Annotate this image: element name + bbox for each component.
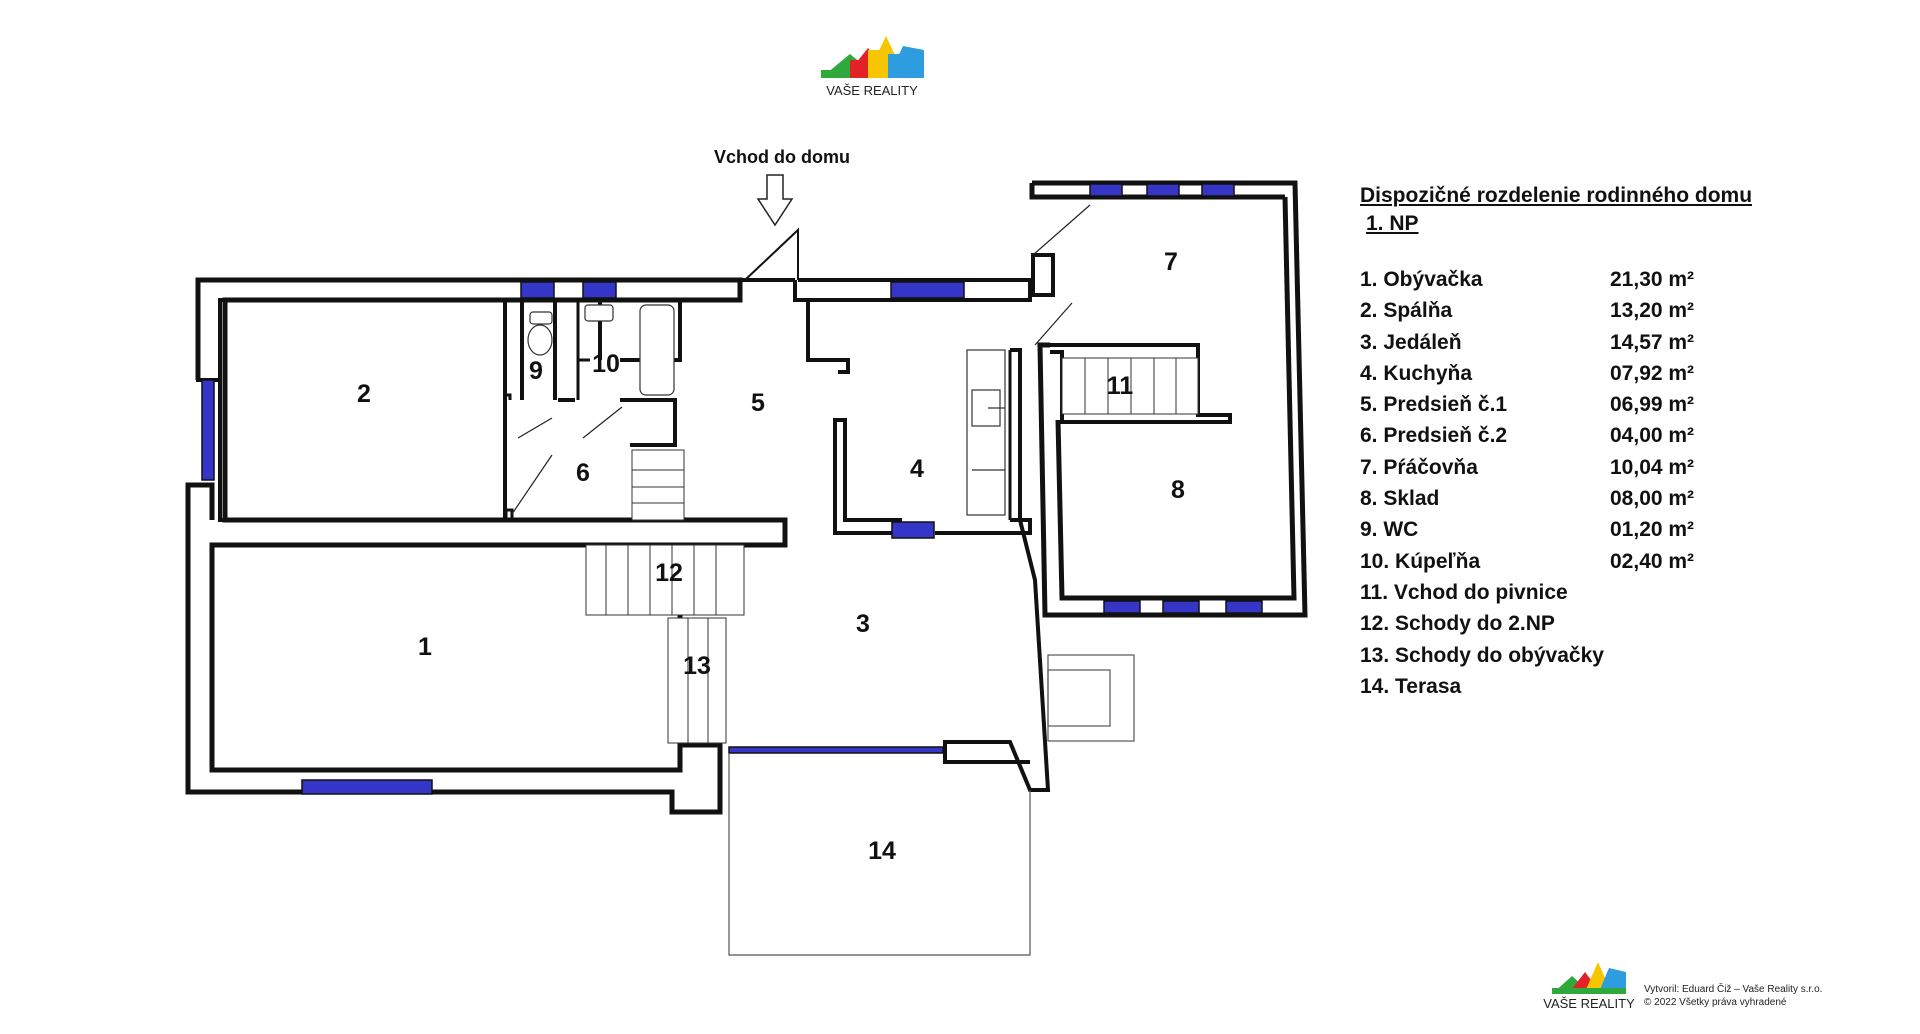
room-label-9: 9	[529, 357, 543, 385]
brand-logo-bottom-text: VAŠE REALITY	[1543, 996, 1635, 1011]
legend-item: 11. Vchod do pivnice	[1360, 580, 1568, 604]
legend-title: Dispozičné rozdelenie rodinného domu	[1360, 184, 1753, 207]
credit: Vytvoril: Eduard Čiž – Vaše Reality s.r.…	[1644, 983, 1822, 1009]
room-label-5: 5	[751, 389, 765, 417]
room-label-3: 3	[856, 610, 870, 638]
room-label-10: 10	[592, 350, 620, 378]
windows	[201, 183, 1263, 795]
room-label-14: 14	[868, 837, 896, 865]
entry-arrow-icon	[756, 174, 794, 227]
door-swings	[511, 204, 1091, 515]
toilet-icon	[527, 324, 553, 356]
fixtures	[527, 304, 1006, 516]
brand-logo-bottom: VAŠE REALITY	[1543, 962, 1635, 1011]
legend-item: 13. Schody do obývačky	[1360, 643, 1604, 667]
brand-logo-text: VAŠE REALITY	[826, 83, 918, 98]
room-label-13: 13	[683, 652, 711, 680]
legend-floor: 1. NP	[1366, 212, 1419, 235]
room-labels: 1 2 3 4 5 6 7 8 9 10 11 12 13 14	[357, 248, 1185, 865]
credit-copyright: © 2022 Všetky práva vyhradené	[1644, 997, 1787, 1008]
credit-author: Vytvoril: Eduard Čiž – Vaše Reality s.r.…	[1644, 984, 1823, 995]
room-label-11: 11	[1107, 372, 1134, 400]
legend-item: 14. Terasa	[1360, 674, 1462, 698]
room-label-1: 1	[418, 633, 432, 661]
room-label-2: 2	[357, 380, 371, 408]
terrace	[728, 654, 1135, 956]
brand-logo-top: VAŠE REALITY	[821, 36, 924, 98]
room-label-12: 12	[655, 559, 683, 587]
bathtub-icon	[639, 304, 675, 396]
sink-icon	[584, 304, 614, 322]
room-label-4: 4	[910, 455, 924, 483]
room-label-6: 6	[576, 459, 590, 487]
room-label-7: 7	[1164, 248, 1178, 276]
legend: Dispozičné rozdelenie rodinného domu 1. …	[1360, 182, 1830, 706]
stairs	[585, 357, 1199, 744]
room-label-8: 8	[1171, 476, 1185, 504]
entry-label: Vchod do domu	[714, 147, 850, 167]
kitchen-counter	[966, 349, 1006, 516]
walls	[185, 180, 1308, 815]
legend-item: 12. Schody do 2.NP	[1360, 612, 1555, 636]
